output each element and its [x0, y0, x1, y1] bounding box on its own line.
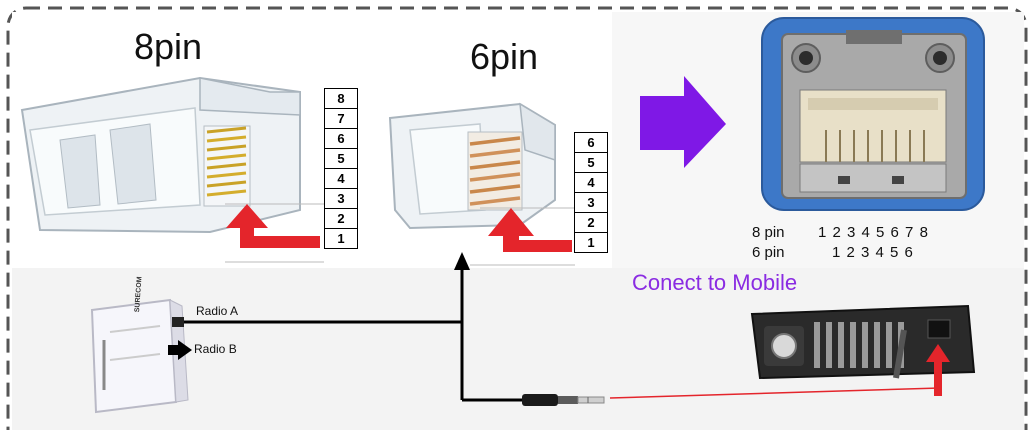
red-up-arrow-shaft: [934, 360, 942, 396]
pin-cell: 4: [324, 168, 358, 189]
rj12-plug-image: [388, 102, 556, 230]
title-8pin: 8pin: [134, 26, 203, 67]
pin-cell: 5: [574, 152, 608, 173]
radio-b-stub: [168, 345, 184, 355]
black-arrow-icon: [454, 252, 470, 270]
pin-map-8-values: 1 2 3 4 5 6 7 8: [818, 224, 928, 241]
title-6pin: 6pin: [470, 36, 539, 77]
rj45-jack-image: [761, 17, 985, 211]
pin-map-6-values: 1 2 3 4 5 6: [832, 244, 913, 261]
pin-cell: 5: [324, 148, 358, 169]
audio-jack-icon: [522, 394, 605, 406]
pin-table-8: 8 7 6 5 4 3 2 1: [324, 88, 358, 249]
pin-cell: 2: [574, 212, 608, 233]
red-up-arrow-icon: [926, 344, 950, 362]
pin-cell: 2: [324, 208, 358, 229]
radio-b-label: Radio B: [194, 342, 237, 356]
dashed-border: [6, 6, 1028, 430]
pin-cell: 7: [324, 108, 358, 129]
pin-cell: 3: [574, 192, 608, 213]
purple-arrow-icon: [640, 76, 726, 168]
pin-cell: 8: [324, 88, 358, 109]
mobile-radio-image: [750, 304, 976, 380]
pin-cell: 1: [574, 232, 608, 253]
pin-cell: 6: [574, 132, 608, 153]
pin-cell: 6: [324, 128, 358, 149]
red-arrow-icon: [226, 204, 320, 248]
pin-cell: 3: [324, 188, 358, 209]
radio-b-arrow-icon: [178, 340, 192, 360]
radio-a-label: Radio A: [196, 304, 239, 318]
pin-table-6: 6 5 4 3 2 1: [574, 132, 608, 253]
interface-box-image: [90, 298, 189, 414]
red-arrow-icon: [488, 208, 572, 252]
pin-cell: 1: [324, 228, 358, 249]
radio-a-plug: [172, 317, 184, 327]
red-wire: [609, 387, 941, 399]
rj45-plug-image: [20, 76, 301, 234]
pin-map-8-label: 8 pin: [752, 224, 785, 241]
pin-cell: 4: [574, 172, 608, 193]
pin-map-6-label: 6 pin: [752, 244, 785, 261]
mobile-label: Conect to Mobile: [632, 270, 798, 295]
